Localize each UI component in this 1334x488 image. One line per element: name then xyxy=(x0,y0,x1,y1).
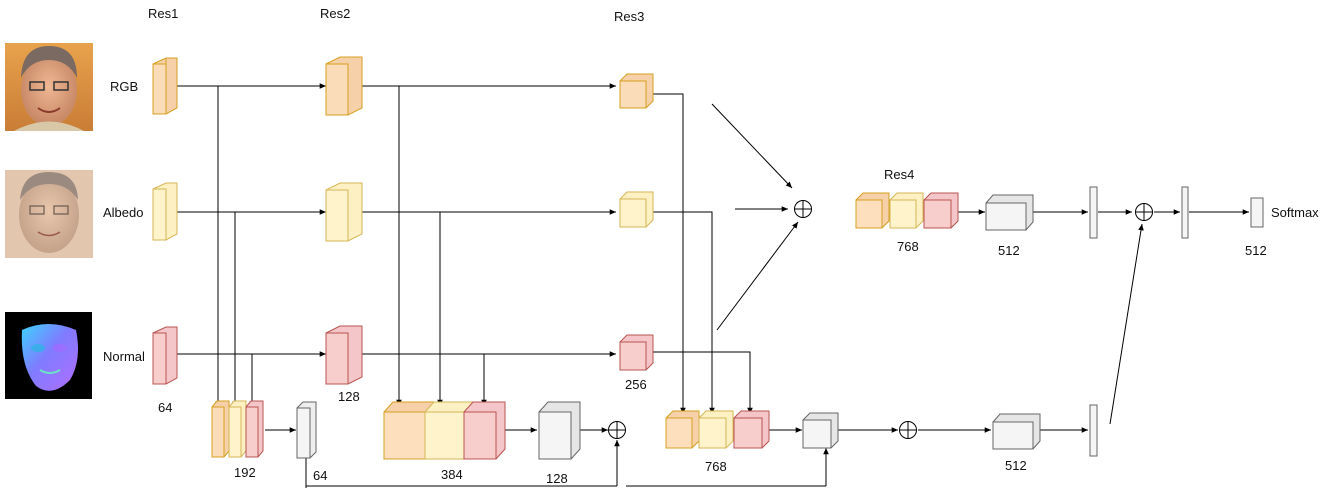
label-normal-res1: 64 xyxy=(158,400,172,415)
fusion3-conv-block xyxy=(802,412,839,449)
block-albedo-res1 xyxy=(152,182,178,241)
fusion2-add-node xyxy=(608,421,626,439)
top-add-node xyxy=(794,200,812,218)
input-image-albedo xyxy=(5,170,93,258)
label-top-conv: 512 xyxy=(998,243,1020,258)
label-softmax: Softmax xyxy=(1271,205,1319,220)
header-res3: Res3 xyxy=(614,9,644,24)
block-normal-res1 xyxy=(152,326,178,385)
label-top-concat: 768 xyxy=(897,239,919,254)
fusion3-concat-blocks xyxy=(665,410,770,449)
label-fusion2-conv: 128 xyxy=(546,471,568,486)
input-image-normal xyxy=(5,312,92,399)
top-fc-bar xyxy=(1089,186,1098,239)
fusion2-concat-blocks xyxy=(383,401,506,460)
label-fusion2-concat: 384 xyxy=(441,467,463,482)
final-fc-bar xyxy=(1181,186,1189,239)
top-conv-block xyxy=(985,194,1034,231)
bottom-fc-bar xyxy=(1089,404,1098,457)
block-albedo-res2 xyxy=(325,182,363,242)
label-normal-res3: 256 xyxy=(625,377,647,392)
block-normal-res2 xyxy=(325,325,363,385)
input-label-albedo: Albedo xyxy=(103,205,143,220)
fusion1-conv-block xyxy=(296,401,317,459)
fusion3-add-node xyxy=(899,421,917,439)
label-fusion1-conv: 64 xyxy=(313,468,327,483)
connections xyxy=(177,83,1249,488)
res4-concat-blocks xyxy=(855,192,959,229)
label-bottom-conv: 512 xyxy=(1005,458,1027,473)
fusion1-concat-blocks xyxy=(211,400,264,458)
block-rgb-res3 xyxy=(619,73,654,109)
block-albedo-res3 xyxy=(619,191,654,228)
final-add-node xyxy=(1135,203,1153,221)
fusion2-conv-block xyxy=(538,401,581,460)
label-output: 512 xyxy=(1245,243,1267,258)
block-normal-res3 xyxy=(619,334,654,371)
block-rgb-res1 xyxy=(152,57,178,115)
label-fusion1-concat: 192 xyxy=(234,465,256,480)
label-normal-res2: 128 xyxy=(338,389,360,404)
header-res4: Res4 xyxy=(884,167,914,182)
input-image-rgb xyxy=(5,43,93,131)
header-res2: Res2 xyxy=(320,6,350,21)
bottom-conv-block xyxy=(992,413,1041,450)
label-fusion3-concat: 768 xyxy=(705,459,727,474)
input-label-normal: Normal xyxy=(103,349,145,364)
block-rgb-res2 xyxy=(325,56,363,116)
input-label-rgb: RGB xyxy=(110,79,138,94)
header-res1: Res1 xyxy=(148,6,178,21)
softmax-block xyxy=(1250,197,1264,228)
